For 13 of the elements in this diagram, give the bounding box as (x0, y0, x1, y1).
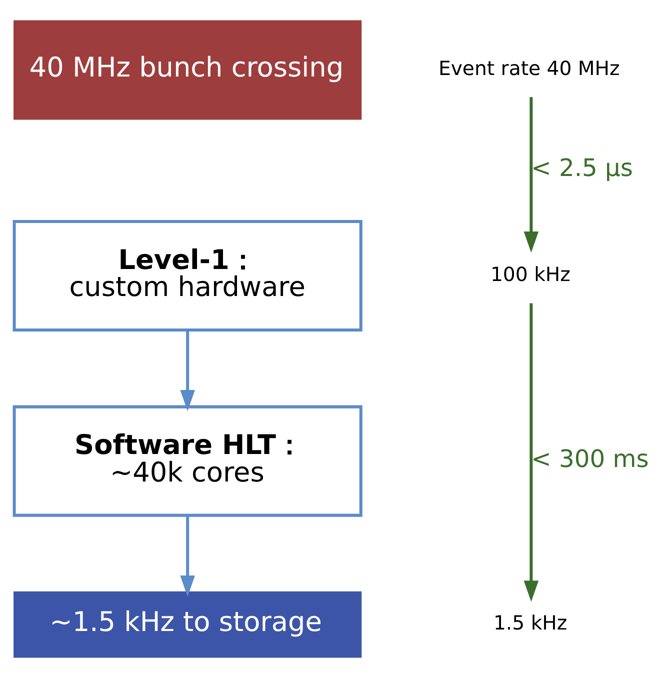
arrow (524, 97, 539, 253)
edge-label: < 300 ms (531, 444, 649, 473)
node-text: 1.5 kHz (493, 612, 568, 635)
node-box: Software HLT： ~40k cores (12, 405, 362, 517)
node-text: 100 kHz (490, 262, 570, 286)
node-box: 40 MHz bunch crossing (14, 20, 362, 120)
node-box: ~1.5 kHz to storage (14, 591, 362, 658)
arrow (180, 330, 195, 412)
node-text: Event rate 40 MHz (438, 57, 620, 80)
arrow (524, 303, 539, 602)
node-box: Level-1： custom hardware (12, 220, 362, 332)
edge-label: < 2.5 μs (531, 154, 633, 182)
arrow (180, 516, 195, 597)
